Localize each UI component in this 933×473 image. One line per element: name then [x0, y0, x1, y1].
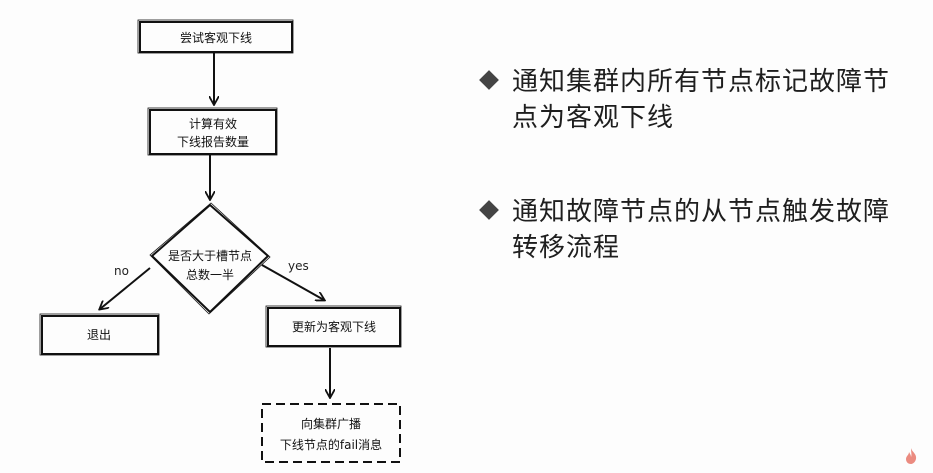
broadcast-line1: 向集群广播 [301, 416, 361, 431]
bullet-item: 通知故障节点的从节点触发故障 转移流程 [478, 194, 918, 266]
bullet-line: 转移流程 [512, 233, 621, 263]
diamond-bullet-icon [479, 70, 499, 90]
bullet-list: 通知集群内所有节点标记故障节 点为客观下线 通知故障节点的从节点触发故障 转移流… [478, 64, 918, 324]
broadcast-node: 向集群广播 下线节点的fail消息 [261, 403, 401, 463]
decision-line1: 是否大于槽节点 [168, 249, 252, 263]
arrow-no [100, 267, 151, 309]
decision-node: 是否大于槽节点 总数一半 [149, 202, 271, 315]
bullet-text: 通知集群内所有节点标记故障节 点为客观下线 [512, 64, 890, 136]
bullet-text: 通知故障节点的从节点触发故障 转移流程 [512, 194, 890, 266]
bullet-line: 通知故障节点的从节点触发故障 [512, 197, 891, 227]
update-node: 更新为客观下线 [265, 305, 402, 348]
update-node-label: 更新为客观下线 [292, 319, 376, 334]
arrow-yes [261, 264, 324, 300]
broadcast-line2: 下线节点的fail消息 [280, 437, 382, 452]
decision-line2: 总数一半 [186, 267, 234, 282]
count-node: 计算有效 下线报告数量 [147, 107, 278, 156]
start-node-label: 尝试客观下线 [180, 30, 252, 45]
diamond-bullet-icon [479, 200, 499, 220]
count-node-line2: 下线报告数量 [177, 134, 249, 149]
bullet-line: 点为客观下线 [512, 103, 675, 133]
bullet-line: 通知集群内所有节点标记故障节 [512, 67, 891, 97]
exit-node-label: 退出 [87, 328, 111, 342]
no-label: no [114, 264, 129, 278]
exit-node: 退出 [39, 313, 160, 356]
count-node-line1: 计算有效 [189, 116, 237, 131]
flame-logo-icon [906, 448, 917, 464]
start-node: 尝试客观下线 [137, 19, 294, 54]
bullet-item: 通知集群内所有节点标记故障节 点为客观下线 [478, 64, 918, 136]
yes-label: yes [288, 259, 309, 273]
flowchart: 尝试客观下线 计算有效 下线报告数量 是否大于槽节点 总数一半 no yes 退… [39, 19, 402, 463]
